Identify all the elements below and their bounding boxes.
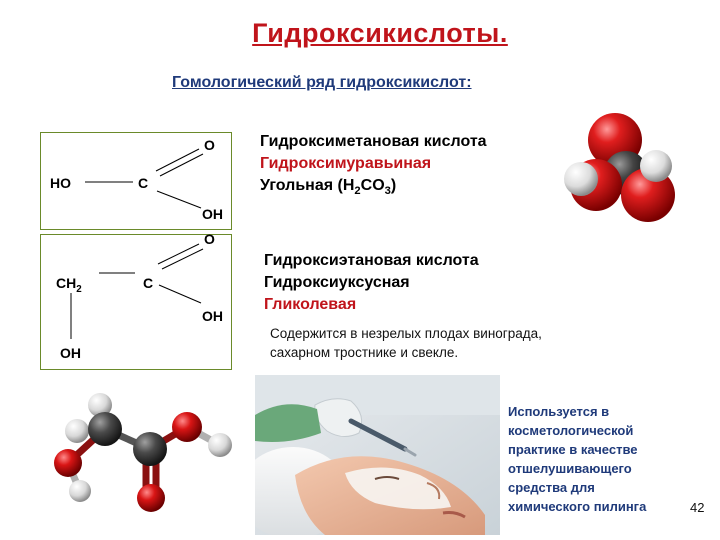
usage-line: Используется в [508, 404, 610, 419]
formula-oxygen: O [204, 231, 215, 247]
acid1-name-systematic: Гидроксиметановая кислота [260, 133, 487, 150]
formula-oxygen: O [204, 137, 215, 153]
formula-oh-bottom: OH [60, 345, 81, 361]
occurrence-note: Содержится в незрелых плодах винограда, … [270, 324, 542, 362]
usage-line: практике в качестве [508, 442, 638, 457]
occurrence-note-line2: сахарном тростнике и свекле. [270, 345, 459, 360]
formula-bonds-carbonic [85, 148, 204, 209]
carbonic-acid-model [564, 113, 675, 222]
usage-line: химического пилинга [508, 499, 647, 514]
acid1-names: Гидроксиметановая кислота Гидроксимуравь… [260, 131, 487, 202]
formula-bonds-glycolic [70, 243, 204, 339]
formula-oh: OH [202, 206, 223, 222]
acid1-name-carbonic: Угольная (H2CO3) [260, 177, 397, 198]
formula-oh: OH [202, 308, 223, 324]
acid2-name-glycolic: Гликолевая [264, 296, 357, 313]
formula-box-carbonic: HO C O OH [40, 132, 232, 230]
formula-carbon: C [138, 175, 149, 191]
usage-line: средства для [508, 480, 595, 495]
formula-box-glycolic: CH2 C O OH OH [40, 231, 232, 370]
peeling-procedure-photo [255, 375, 500, 535]
acid2-names: Гидроксиэтановая кислота Гидроксиуксусна… [264, 250, 479, 316]
acid2-name-systematic: Гидроксиэтановая кислота [264, 252, 479, 269]
acid1-name-trivial: Гидроксимуравьиная [260, 155, 432, 172]
formula-ch2: CH2 [56, 275, 82, 295]
page-subtitle: Гомологический ряд гидроксикислот: [172, 74, 472, 91]
page-number: 42 [690, 500, 705, 515]
formula-carbon: C [143, 275, 154, 291]
usage-line: косметологической [508, 423, 634, 438]
usage-text: Используется в косметологической практик… [508, 402, 646, 516]
formula-ho: HO [50, 175, 71, 191]
acid2-name-trivial: Гидроксиуксусная [264, 274, 410, 291]
usage-line: отшелушивающего [508, 461, 632, 476]
occurrence-note-line1: Содержится в незрелых плодах винограда, [270, 326, 542, 341]
glycolic-acid-model [54, 393, 232, 512]
page-title: Гидроксикислоты. [252, 18, 508, 48]
